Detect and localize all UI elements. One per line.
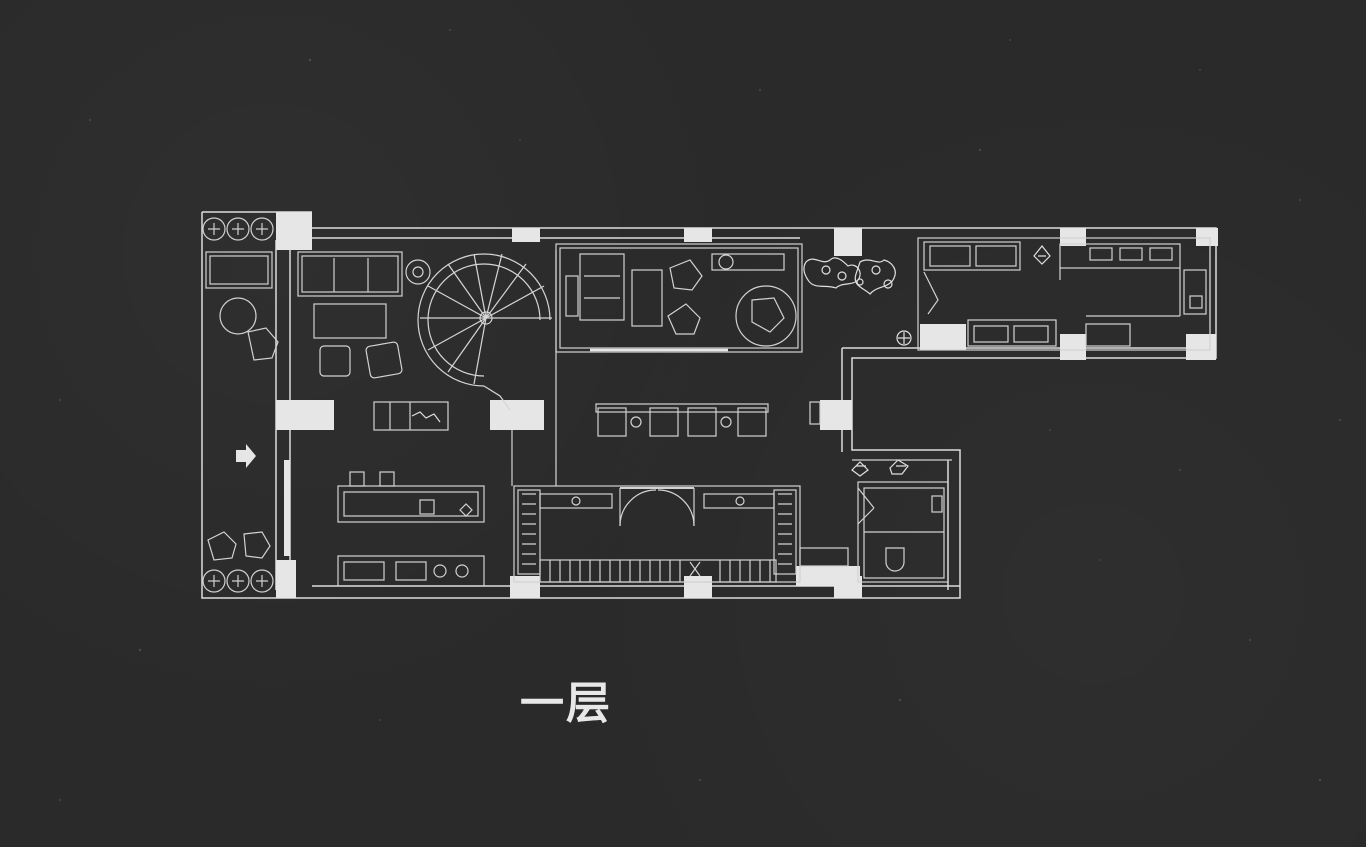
lounge-room [555,243,803,353]
plant-icon [851,459,909,477]
stair-treads [539,559,777,583]
armchair-icon [243,531,271,559]
plant-icon [202,217,274,593]
armchair-icon [751,297,785,333]
spiral-stair-icon [417,250,557,486]
plant-icon [1033,245,1051,265]
arrow-right-icon [236,444,256,468]
wall-columns [276,212,1218,598]
bathroom [851,459,952,583]
living-room [297,251,449,431]
toilet-icon [885,547,905,572]
armchair-icon [669,259,703,291]
armchair-icon [319,345,351,377]
dining-table [337,485,485,523]
sofa-icon [579,253,625,321]
armchair-icon [207,531,237,561]
dining-area [284,430,513,587]
shoe-cabinet [517,489,541,575]
door-swing-icon [857,487,875,525]
armchair-icon [247,327,279,361]
right-wing [917,237,1211,351]
coffee-table [631,269,663,327]
entrance-hall [513,485,849,583]
kitchen-counter [337,555,485,587]
door-swing-icon [923,271,939,315]
corridor-seating [595,401,821,437]
terrace-left [202,217,279,593]
door-swing-icon [619,487,695,527]
armchair-icon [667,303,701,335]
plant-icon [803,257,912,346]
shoe-cabinet [773,489,797,575]
bench [205,251,273,289]
background-speckles [59,29,1341,801]
sofa-icon [297,251,403,297]
armchair-icon [365,341,403,379]
round-table [219,297,257,335]
coffee-table [313,303,387,339]
outer-walls [201,211,1217,599]
floor-title: 一层 [520,678,612,729]
